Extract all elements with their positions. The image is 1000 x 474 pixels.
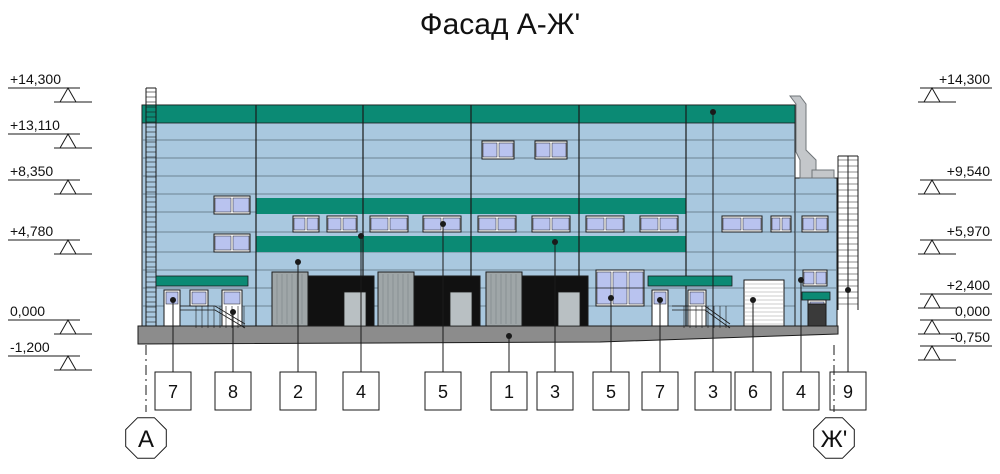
windows xyxy=(213,140,829,307)
callout-number: 2 xyxy=(293,382,303,402)
callout-number: 5 xyxy=(438,382,448,402)
level-label: +4,780 xyxy=(10,223,53,239)
building-elevation xyxy=(137,87,859,345)
left-fire-ladder xyxy=(145,87,157,340)
level-label: 0,000 xyxy=(10,303,45,319)
level-label: -1,200 xyxy=(10,339,50,355)
dock-door xyxy=(343,291,367,327)
level-label: +5,970 xyxy=(947,223,990,239)
dock-leveler xyxy=(485,271,523,327)
canopy-right xyxy=(647,275,733,287)
callout-box xyxy=(536,371,574,411)
axis-marker xyxy=(125,417,167,459)
callout-number: 4 xyxy=(796,382,806,402)
level-marks: +14,300 +13,110 +8,350 +4,780 0,000 -1,200 +14… xyxy=(8,71,992,371)
stairs xyxy=(180,305,731,329)
callout-number: 6 xyxy=(748,382,758,402)
loading-docks xyxy=(271,271,589,327)
parapet-band xyxy=(141,104,796,124)
callout-number: 3 xyxy=(550,382,560,402)
duct-cap xyxy=(811,169,835,179)
canopy-annex xyxy=(801,291,831,301)
callout-number: 9 xyxy=(843,382,853,402)
callout-box xyxy=(592,371,630,411)
level-label: +2,400 xyxy=(947,277,990,293)
dock-leveler xyxy=(271,271,309,327)
callout-box xyxy=(279,371,317,411)
dock-door xyxy=(449,291,473,327)
callouts: 7 8 2 4 5 1 3 5 7 3 6 4 9 xyxy=(154,109,867,411)
drawing-title: Фасад А-Ж' xyxy=(419,8,581,41)
callout-number: 7 xyxy=(655,382,665,402)
callout-box xyxy=(734,371,772,411)
dock-leveler xyxy=(377,271,415,327)
callout-box xyxy=(641,371,679,411)
roller-gate xyxy=(743,279,785,327)
canopy-left xyxy=(155,275,249,287)
level-label: +14,300 xyxy=(10,71,61,87)
axis-marker xyxy=(813,417,855,459)
dock-door xyxy=(557,291,581,327)
level-label: +13,110 xyxy=(10,117,60,133)
callout-box xyxy=(694,371,732,411)
callout-number: 8 xyxy=(228,382,238,402)
level-label: 0,000 xyxy=(955,303,990,319)
callout-number: 1 xyxy=(504,382,514,402)
callout-box xyxy=(829,371,867,411)
callout-number: 4 xyxy=(356,382,366,402)
axis-label: Ж' xyxy=(821,426,848,453)
plinth xyxy=(137,325,839,345)
callout-box xyxy=(782,371,820,411)
callout-box xyxy=(154,371,192,411)
callout-number: 7 xyxy=(168,382,178,402)
callout-number: 3 xyxy=(708,382,718,402)
axis-label: А xyxy=(138,426,154,453)
level-label: +8,350 xyxy=(10,163,53,179)
callout-box xyxy=(490,371,528,411)
callout-box xyxy=(342,371,380,411)
level-label: +9,540 xyxy=(947,163,990,179)
right-fire-ladder xyxy=(837,155,859,310)
grid-axes: А Ж' xyxy=(125,345,855,459)
level-label: +14,300 xyxy=(939,71,990,87)
callout-number: 5 xyxy=(606,382,616,402)
callout-box xyxy=(424,371,462,411)
level-label: -0,750 xyxy=(950,329,990,345)
callout-box xyxy=(214,371,252,411)
